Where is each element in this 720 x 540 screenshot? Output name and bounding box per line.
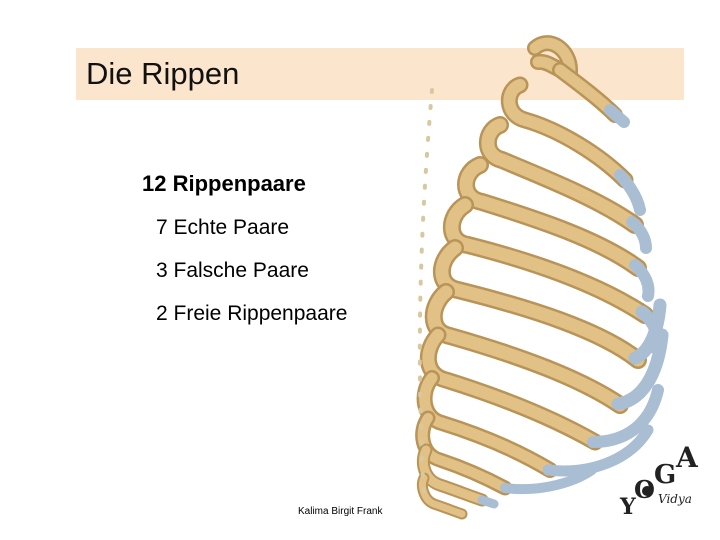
content: 12 Rippenpaare 7 Echte Paare 3 Falsche P… [142,162,347,335]
yoga-vidya-logo: Y O G A Vidya [612,440,716,526]
heading-rib-pairs: 12 Rippenpaare [142,171,306,196]
rib-11-cartilage [477,495,499,509]
logo-subtitle: Vidya [658,492,692,506]
rib-6-cartilage [628,298,667,365]
rib-9-cartilage [542,424,654,477]
ribcage-illustration [415,35,669,520]
title-bar: Die Rippen [76,48,684,100]
logo-letter-y: Y [620,494,636,520]
rib-8-cartilage [587,384,664,448]
list-item-true-ribs: 7 Echte Paare [156,216,290,239]
rib-3-cartilage [626,216,652,254]
logo-letter-g: G [654,460,677,490]
spine-hint [417,88,434,502]
list-item-floating-ribs: 2 Freie Rippenpaare [156,302,348,325]
rib-10-cartilage [500,465,597,495]
slide-title: Die Rippen [86,56,240,91]
footer-author: Kalima Birgit Frank [298,506,383,517]
rib-7-cartilage [611,328,669,411]
rib-1-cartilage [604,104,630,128]
logo-mark [642,486,652,496]
list-item-false-ribs: 3 Falsche Paare [156,259,309,282]
logo-letter-a: A [676,441,698,474]
rib-2-cartilage [614,169,646,216]
rib-4-cartilage [629,259,655,302]
